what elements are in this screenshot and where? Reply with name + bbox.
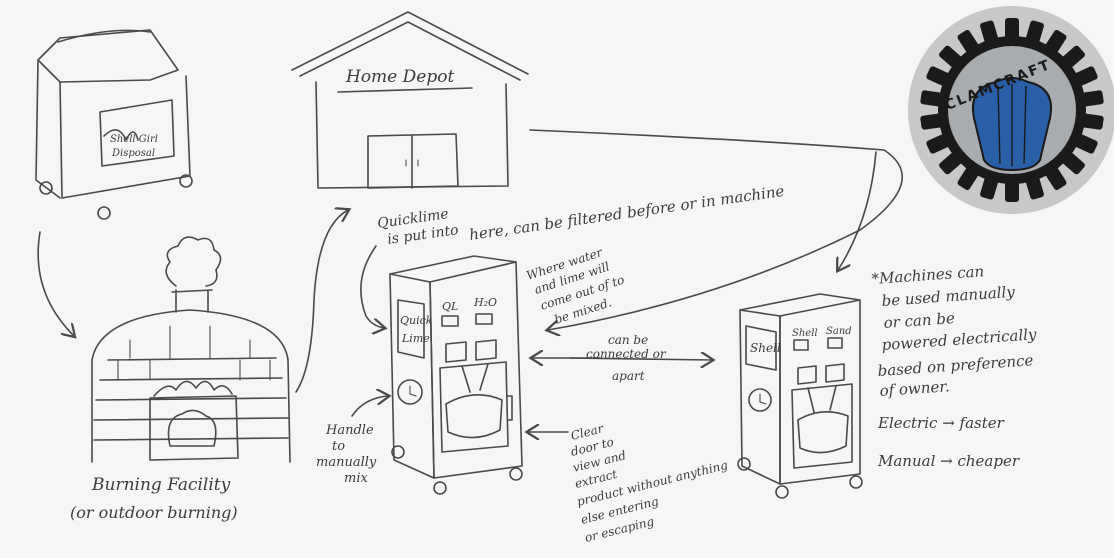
handle-note-1: Handle — [325, 423, 374, 438]
gear-tooth — [1080, 90, 1104, 107]
m2-window-label: Shell — [750, 341, 781, 355]
flow-arrows — [37, 129, 903, 432]
gear-tooth — [1005, 18, 1019, 40]
connected-note-1: can be — [608, 333, 648, 347]
gear-tooth — [1080, 113, 1104, 130]
m1-ql-label: QL — [442, 300, 458, 313]
gear-tooth — [980, 20, 999, 45]
burning-sublabel: (or outdoor burning) — [70, 503, 238, 522]
disposal-bin: Shell Girl Disposal — [35, 29, 193, 220]
m1-window-line-1: Quick — [400, 314, 433, 327]
machine-1: Quick Lime QL H₂O — [389, 255, 523, 495]
gear-tooth — [1025, 20, 1044, 45]
gear-tooth — [980, 175, 999, 200]
connected-note-3: apart — [612, 369, 645, 383]
burning-facility: Burning Facility (or outdoor burning) — [70, 236, 291, 522]
m2-sand-label: Sand — [826, 326, 852, 337]
burning-label: Burning Facility — [91, 475, 231, 495]
machine-note-manual: Manual → cheaper — [877, 452, 1020, 470]
m2-shell-label: Shell — [792, 328, 818, 339]
home-depot-label: Home Depot — [345, 67, 454, 87]
connected-note-2: connected or — [586, 347, 667, 361]
handle-note-2: to — [332, 439, 345, 454]
handle-note-3: manually — [316, 455, 377, 470]
bin-label-2: Disposal — [111, 148, 155, 159]
machine-2: Shell Shell Sand — [737, 293, 863, 499]
gear-tooth — [920, 113, 944, 130]
bin-label-1: Shell Girl — [110, 134, 158, 145]
machine-note-2: be used manually — [881, 283, 1016, 310]
gear-tooth — [1025, 175, 1044, 200]
machine-note-electric: Electric → faster — [877, 414, 1005, 432]
machine-note-5: based on preference — [877, 351, 1034, 380]
home-depot-building: Home Depot — [291, 11, 529, 189]
machine-note-6: of owner. — [879, 377, 950, 400]
m1-h2o-label: H₂O — [473, 296, 497, 309]
annotations: Quicklime is put into here, can be filte… — [316, 182, 1038, 545]
gear-teeth — [920, 18, 1104, 202]
handle-note-4: mix — [344, 471, 368, 486]
machine-note-1: *Machines can — [871, 262, 985, 288]
gear-tooth — [1005, 180, 1019, 202]
machine-note-3: or can be — [883, 309, 955, 332]
gear-tooth — [920, 90, 944, 107]
clamcraft-logo: CLAMCRAFT — [908, 6, 1114, 214]
quicklime-note-3: here, can be filtered before or in machi… — [468, 182, 785, 244]
m1-window-line-2: Lime — [401, 332, 430, 345]
